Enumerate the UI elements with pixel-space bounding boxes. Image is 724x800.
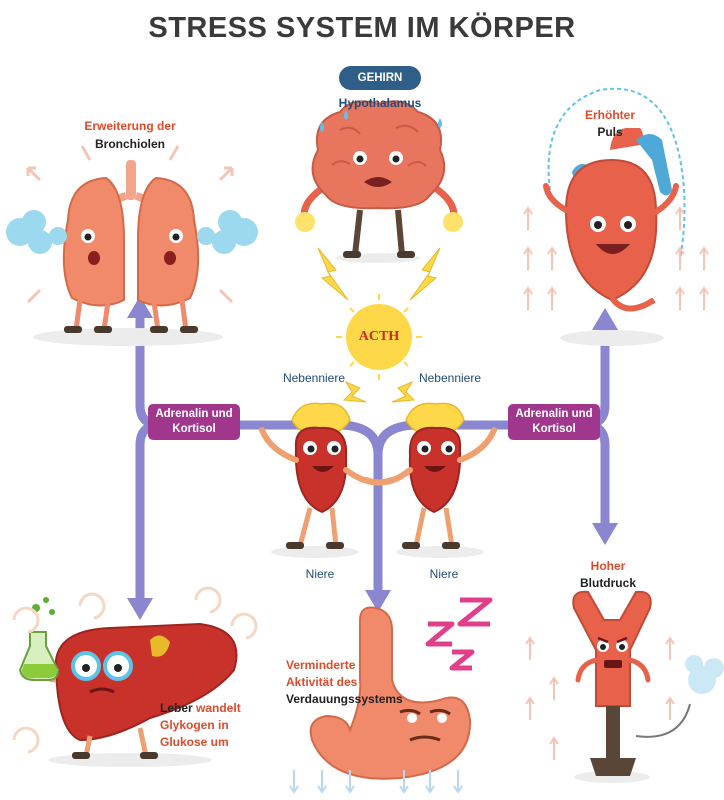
lungs-label-line2: Bronchiolen	[94, 137, 165, 151]
stomach-icon	[309, 606, 472, 780]
arrowhead-heart	[592, 308, 618, 330]
air-puff-right	[197, 210, 258, 254]
liver-icon	[37, 622, 238, 767]
adrenal-kidney-left-icon	[259, 402, 395, 558]
gehirn-badge: GEHIRN	[339, 66, 421, 90]
liver-label-line1: Leber wandelt	[160, 700, 270, 717]
brain-icon	[295, 100, 463, 263]
decrease-arrows	[289, 770, 463, 794]
arrowhead-bloodpressure	[592, 523, 618, 545]
kidney-right-label: Niere	[429, 567, 459, 581]
bloodpressure-label-line1: Hoher	[590, 559, 626, 573]
hormones-left-line2: Kortisol	[172, 423, 216, 435]
expansion-arrows	[26, 145, 234, 304]
heart-icon	[543, 87, 686, 346]
arrowhead-lungs	[127, 296, 153, 318]
lightning-icon	[317, 247, 441, 403]
flask-icon	[18, 597, 60, 681]
pressure-arrows	[525, 636, 675, 760]
air-puff-left	[6, 210, 67, 254]
liver-label-line2: Glykogen in	[160, 718, 229, 732]
arrowhead-stomach	[365, 590, 391, 612]
liver-label-line1-a: Leber	[160, 701, 197, 715]
heart-label-line2: Puls	[597, 125, 623, 139]
sleep-zzz-icon	[425, 597, 493, 671]
lungs-label-line1: Erweiterung der	[84, 119, 176, 133]
digestion-label-line1: Verminderte	[286, 658, 356, 672]
hormones-left-line1: Adrenalin und	[155, 408, 233, 420]
arrow-to-liver	[135, 420, 165, 603]
digestion-label-line3: Verdauungssystems	[286, 692, 403, 706]
hypothalamus-label: Hypothalamus	[338, 96, 422, 110]
cycle-arrows	[12, 586, 258, 754]
pulse-arrows	[523, 206, 709, 310]
bloodpressure-label-line2: Blutdruck	[579, 576, 636, 590]
arrow-heads	[127, 296, 618, 620]
page-title: STRESS SYSTEM IM KÖRPER	[148, 12, 576, 44]
adrenal-kidney-right-icon	[363, 402, 497, 558]
digestion-label-line2: Aktivität des	[286, 675, 358, 689]
sweat-drops	[320, 110, 442, 132]
adrenal-left-label: Nebenniere	[282, 371, 346, 385]
heart-label-line1: Erhöhter	[584, 108, 635, 122]
hormones-right-line1: Adrenalin und	[515, 408, 593, 420]
hormones-right-line2: Kortisol	[532, 423, 576, 435]
adrenal-right-label: Nebenniere	[418, 371, 482, 385]
arrowhead-liver	[127, 598, 153, 620]
blood-vessel-icon	[572, 590, 724, 783]
lungs-icon	[33, 160, 223, 346]
liver-label-line1-b: wandelt	[196, 701, 241, 715]
acth-badge: ACTH	[346, 304, 412, 370]
acth-rays	[336, 294, 422, 380]
liver-label-line3: Glukose um	[160, 735, 229, 749]
hormones-pill-left: Adrenalin und Kortisol	[148, 404, 240, 440]
kidney-left-label: Niere	[305, 567, 335, 581]
hormones-pill-right: Adrenalin und Kortisol	[508, 404, 600, 440]
